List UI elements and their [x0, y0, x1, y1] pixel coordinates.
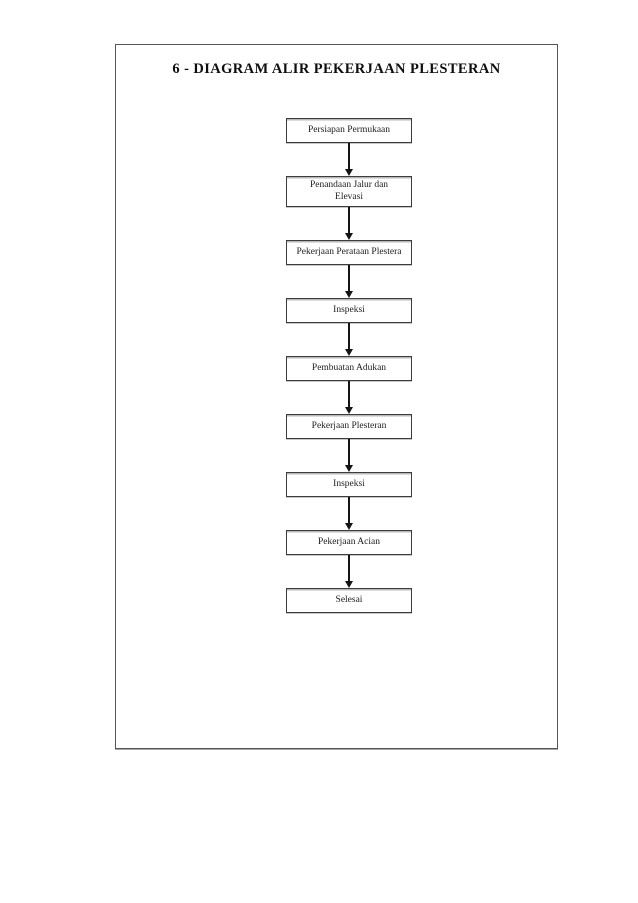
- arrow-shaft: [348, 143, 350, 169]
- node-label: Pembuatan Adukan: [311, 363, 387, 374]
- arrow-head-icon: [345, 522, 353, 530]
- flowchart: Persiapan Permukaan Penandaan Jalur dan …: [286, 118, 412, 613]
- arrow-head-icon: [345, 290, 353, 298]
- flow-arrow-down: [286, 438, 412, 472]
- node-label: Inspeksi: [333, 479, 365, 490]
- node-selesai: Selesai: [286, 587, 412, 613]
- node-label: Penandaan Jalur dan: [309, 180, 389, 190]
- flow-arrow-down: [286, 264, 412, 298]
- node-label: Pekerjaan Perataan Plestera: [296, 247, 402, 258]
- node-inspeksi-1: Inspeksi: [286, 297, 412, 323]
- arrow-shaft: [348, 438, 350, 465]
- arrow-head-icon: [345, 406, 353, 414]
- flow-arrow-down: [286, 380, 412, 414]
- node-persiapan-permukaan: Persiapan Permukaan: [286, 118, 412, 143]
- flow-arrow-down: [286, 206, 412, 240]
- arrow-shaft: [348, 322, 350, 349]
- node-label: Inspeksi: [333, 305, 365, 316]
- node-label: Pekerjaan Plesteran: [311, 421, 387, 432]
- node-pekerjaan-acian: Pekerjaan Acian: [286, 529, 412, 555]
- arrow-shaft: [348, 496, 350, 523]
- flow-arrow-down: [286, 143, 412, 176]
- document-page: 6 - DIAGRAM ALIR PEKERJAAN PLESTERAN Per…: [115, 44, 558, 749]
- arrow-shaft: [348, 264, 350, 291]
- node-pekerjaan-plesteran: Pekerjaan Plesteran: [286, 413, 412, 439]
- node-label: Elevasi: [335, 192, 363, 203]
- page-title: 6 - DIAGRAM ALIR PEKERJAAN PLESTERAN: [172, 61, 501, 77]
- arrow-head-icon: [345, 348, 353, 356]
- arrow-head-icon: [345, 580, 353, 588]
- arrow-shaft: [348, 206, 350, 233]
- flow-arrow-down: [286, 554, 412, 588]
- arrow-head-icon: [345, 169, 353, 176]
- node-inspeksi-2: Inspeksi: [286, 471, 412, 497]
- flow-arrow-down: [286, 496, 412, 530]
- arrow-shaft: [348, 380, 350, 407]
- flow-arrow-down: [286, 322, 412, 356]
- arrow-shaft: [348, 554, 350, 581]
- node-label: Persiapan Permukaan: [307, 125, 391, 136]
- arrow-head-icon: [345, 464, 353, 472]
- node-penandaan-jalur-elevasi: Penandaan Jalur dan Elevasi: [286, 176, 412, 207]
- node-label: Selesai: [335, 595, 363, 606]
- arrow-head-icon: [345, 232, 353, 240]
- node-label: Pekerjaan Acian: [318, 537, 380, 548]
- node-pembuatan-adukan: Pembuatan Adukan: [286, 355, 412, 381]
- node-pekerjaan-perataan-plesteran: Pekerjaan Perataan Plestera: [286, 239, 412, 265]
